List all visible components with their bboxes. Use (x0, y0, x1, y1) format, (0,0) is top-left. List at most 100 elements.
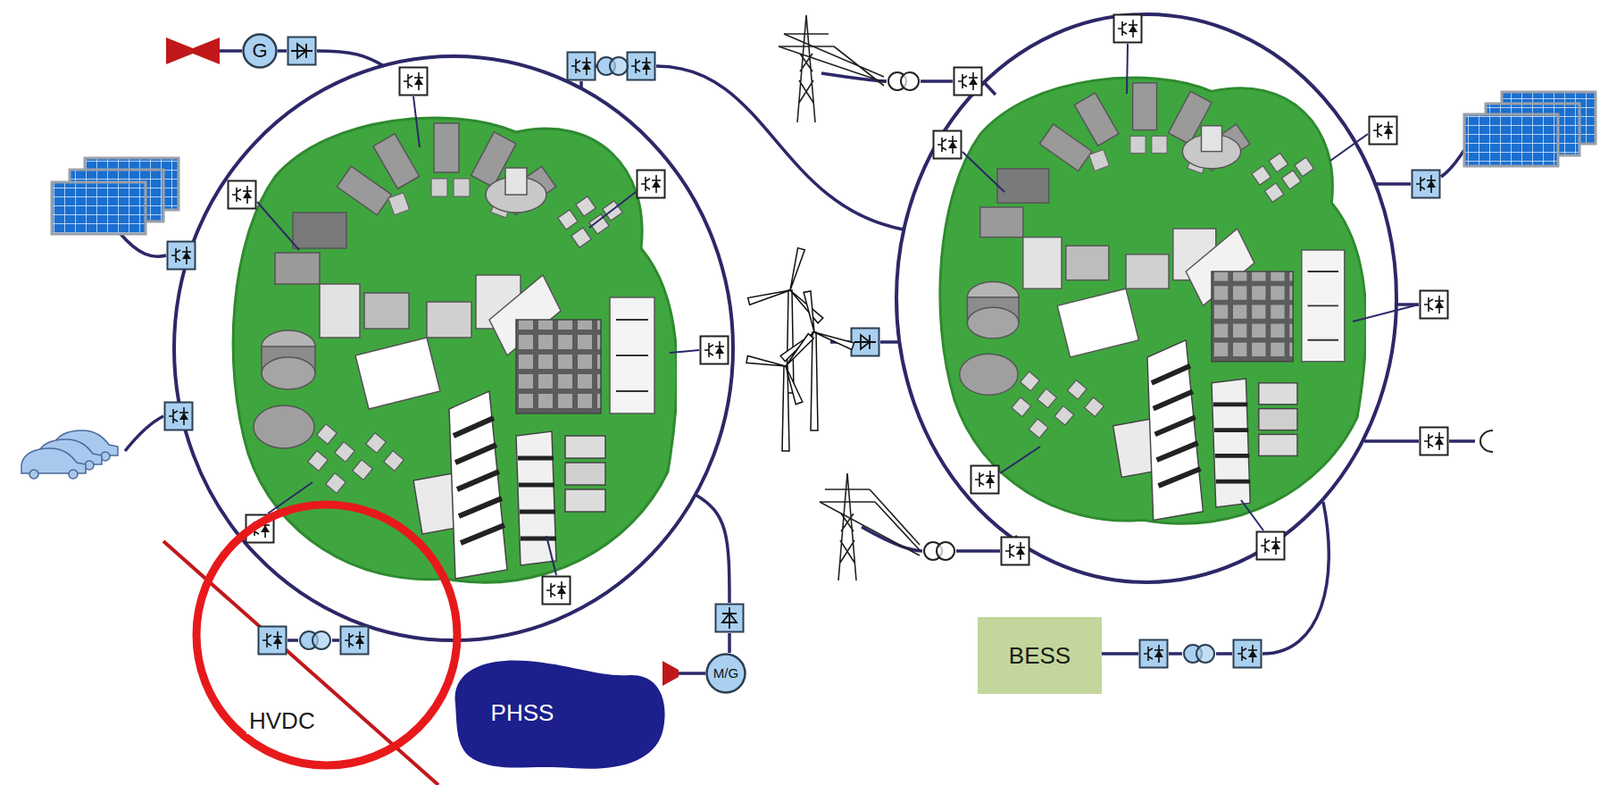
wind-turbines-part-part (786, 248, 805, 292)
wires-part (120, 233, 167, 257)
converter-symbols-part (954, 67, 983, 96)
converter-symbols-part (1369, 116, 1398, 145)
solar-panels (1464, 91, 1596, 167)
feeder-lines-part (1241, 500, 1264, 531)
storage-reservoir-outline (446, 650, 670, 775)
wires-part (125, 416, 164, 451)
hvdc-label: HVDC (246, 708, 318, 734)
feeder-lines (257, 43, 1419, 575)
solar-panels (51, 158, 179, 234)
converter-symbols-part (1001, 537, 1030, 566)
converter-symbols-part (1233, 640, 1262, 668)
load-symbol (1480, 430, 1493, 452)
storage-reservoir-shape (455, 659, 666, 768)
transmission-pylon (778, 15, 920, 581)
wind-turbines-part-part (813, 328, 855, 350)
converter-symbols-part (637, 170, 666, 199)
solar-panels-part (51, 182, 146, 234)
wires-part (656, 66, 904, 230)
converter-symbols-part (400, 67, 428, 96)
storage-reservoir: PHSS (446, 650, 670, 775)
converter-symbols-part (228, 181, 257, 209)
converter-symbols-part (933, 131, 962, 159)
turbine-symbol (192, 37, 220, 65)
node-text: PHSS (491, 700, 555, 726)
wires-part (1101, 501, 1329, 654)
feeder-lines-part (257, 201, 300, 250)
transmission-pylon-part (778, 33, 884, 86)
feeder-lines-part (962, 151, 1005, 192)
feeder-lines-part (669, 350, 700, 353)
converter-symbols-part (1412, 170, 1441, 199)
converter-symbols-part (341, 626, 369, 655)
solar-panels-part (1464, 114, 1559, 167)
converter-symbols-part (567, 52, 596, 81)
converter-symbols (165, 15, 1449, 668)
generator-circle: G (241, 33, 278, 69)
converter-symbols-part (1114, 15, 1142, 43)
wind-turbines (746, 248, 855, 451)
wires (120, 50, 1475, 674)
electric-cars (21, 430, 118, 479)
converter-symbols-part (165, 402, 193, 431)
wind-turbines-part-part (810, 332, 818, 431)
converter-symbols-part (258, 626, 287, 655)
motor-generator-circle: M/G (705, 652, 747, 694)
feeder-lines-part (413, 96, 420, 148)
turbine-symbol (662, 660, 679, 686)
motor-generator-circle-shape (707, 654, 746, 693)
feeder-lines-part (589, 191, 636, 228)
converter-symbols-part (597, 57, 628, 75)
wind-turbines-part-part (803, 291, 818, 334)
transmission-pylon-part (819, 489, 920, 556)
converter-symbols-part (542, 576, 571, 605)
converter-symbols-part (1183, 644, 1215, 663)
converter-symbols-part (1420, 291, 1449, 319)
converter-symbols-part (924, 541, 955, 560)
converter-symbols-part (627, 52, 656, 81)
city-illustration (233, 117, 677, 583)
wind-turbines-part (746, 333, 814, 451)
converter-symbols-part (1140, 640, 1168, 668)
wind-turbines-part-part (783, 333, 814, 369)
feeder-lines-part (546, 535, 557, 575)
converter-symbols-part (167, 241, 196, 270)
city-illustration (940, 77, 1367, 524)
wind-turbines-part-part (746, 355, 787, 370)
feeder-lines-part (1330, 133, 1368, 161)
wind-turbines-part-part (782, 365, 803, 405)
electric-cars-part (29, 469, 39, 479)
left-ring-bus (174, 56, 734, 641)
converter-symbols-part (851, 328, 880, 357)
feeder-lines-part (1000, 446, 1041, 474)
transmission-pylon-part (778, 15, 834, 123)
wind-turbines-part-part (780, 329, 817, 362)
electric-cars-part (68, 469, 78, 479)
generator-circle-shape (243, 34, 277, 68)
feeder-lines-part (1126, 43, 1128, 94)
feeder-lines-part (1352, 304, 1419, 322)
highlight-circle (196, 504, 458, 766)
wind-turbines-part (780, 291, 854, 431)
node-text: M/G (713, 666, 739, 682)
converter-symbols-part (1257, 532, 1285, 560)
electric-cars-part (21, 448, 86, 474)
converter-symbols-part (1420, 427, 1449, 456)
converter-symbols-part (700, 336, 729, 365)
converter-symbols-part (716, 604, 744, 633)
battery-box: BESS (977, 616, 1102, 694)
battery-box-shape (977, 616, 1102, 694)
converter-symbols-part (300, 631, 331, 650)
converter-symbols-part (971, 466, 1000, 494)
right-ring-bus (896, 14, 1397, 583)
converter-symbols-part (888, 72, 919, 91)
node-text: G (251, 40, 267, 62)
wires-part (678, 671, 706, 675)
wind-turbines-part-part (782, 366, 790, 451)
converter-symbols-part (288, 37, 317, 66)
wind-turbines-part-part (748, 286, 792, 305)
node-text: BESS (1008, 642, 1071, 669)
turbine-symbol (166, 37, 193, 65)
